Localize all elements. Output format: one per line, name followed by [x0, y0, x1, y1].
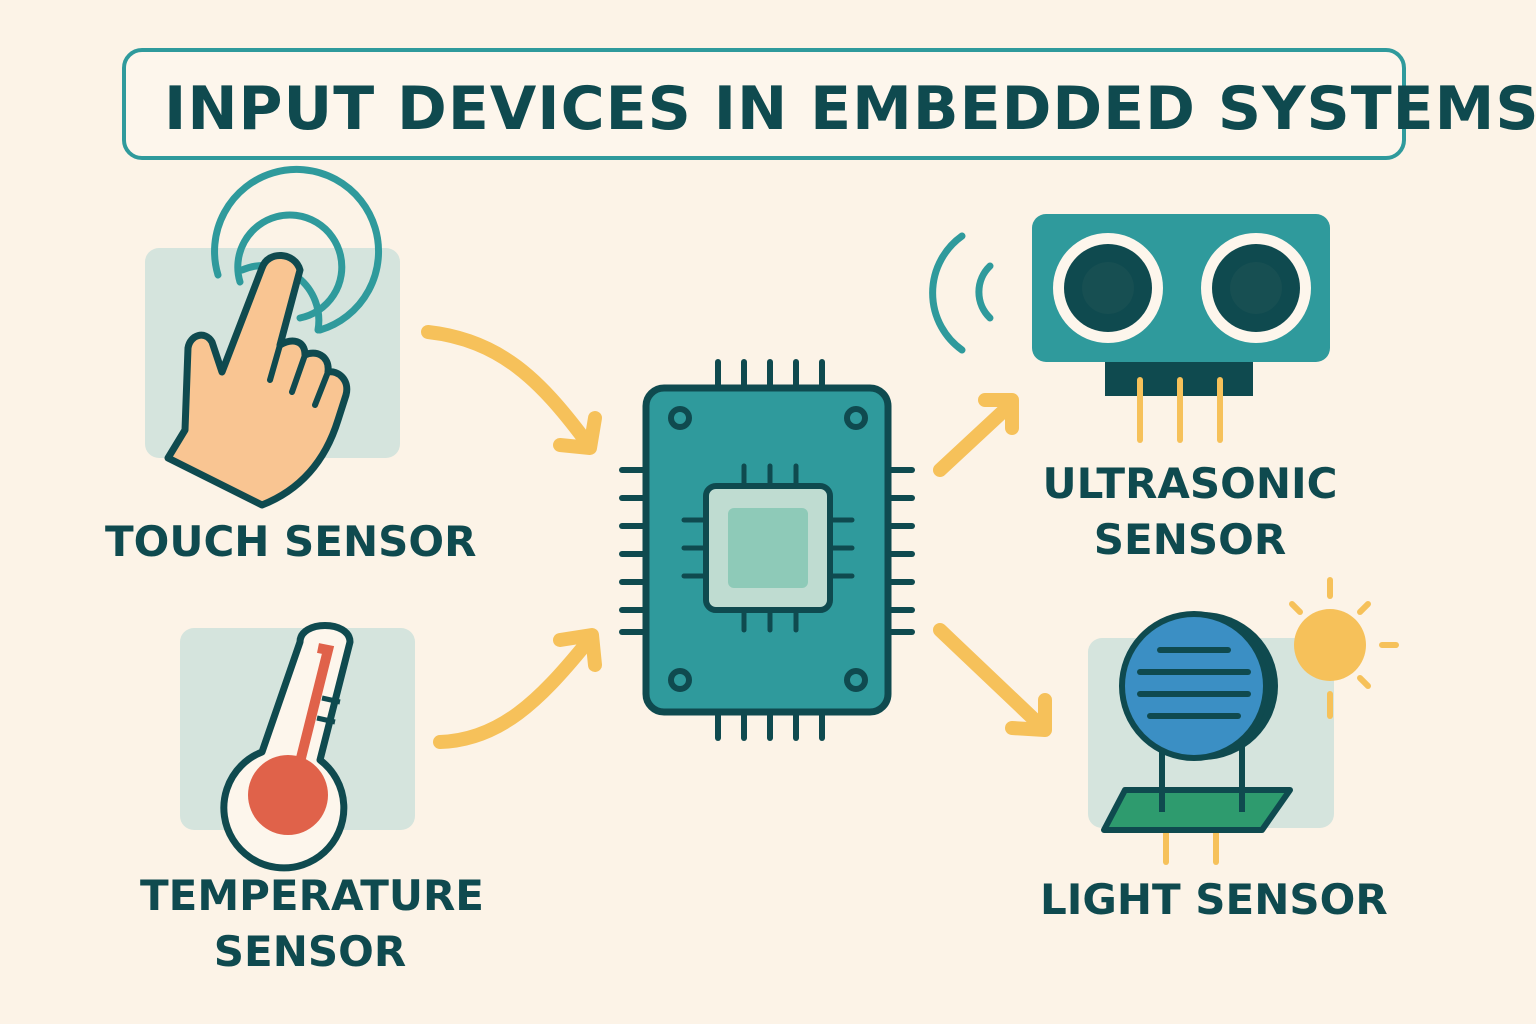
- arrow-temp-to-chip: [433, 638, 592, 749]
- page-title: INPUT DEVICES IN EMBEDDED SYSTEMS: [164, 74, 1536, 144]
- arrow-chip-to-light-head: [1005, 693, 1052, 737]
- arrows: [421, 325, 1052, 749]
- ultrasonic-label-line2: SENSOR: [1093, 515, 1287, 564]
- arrow-touch-to-chip-head: [553, 411, 602, 455]
- ultrasonic-label-line1: ULTRASONIC: [1042, 459, 1338, 508]
- ultrasonic-sensor-icon: [929, 214, 1330, 443]
- touch-sensor-label: TOUCH SENSOR: [105, 517, 477, 566]
- temperature-label-line2: SENSOR: [213, 927, 407, 976]
- arrow-chip-to-ultrasonic-head: [978, 393, 1019, 435]
- arrow-chip-to-ultrasonic: [933, 398, 1017, 477]
- microcontroller-chip-icon: [619, 359, 915, 741]
- temperature-sensor-label: TEMPERATURE SENSOR: [140, 868, 484, 980]
- sun-icon: [1289, 577, 1399, 719]
- light-sensor-label: LIGHT SENSOR: [1040, 875, 1388, 924]
- temperature-label-line1: TEMPERATURE: [140, 871, 484, 920]
- ultrasonic-sensor-label: ULTRASONIC SENSOR: [1040, 456, 1340, 568]
- arrow-temp-to-chip-head: [553, 628, 602, 672]
- thermometer-icon: [180, 622, 415, 872]
- arrow-chip-to-light: [933, 623, 1047, 732]
- light-sensor-icon: [1088, 577, 1399, 865]
- touch-sensor-icon: [145, 165, 400, 509]
- title-box: INPUT DEVICES IN EMBEDDED SYSTEMS: [122, 48, 1536, 160]
- arrow-touch-to-chip: [421, 325, 592, 447]
